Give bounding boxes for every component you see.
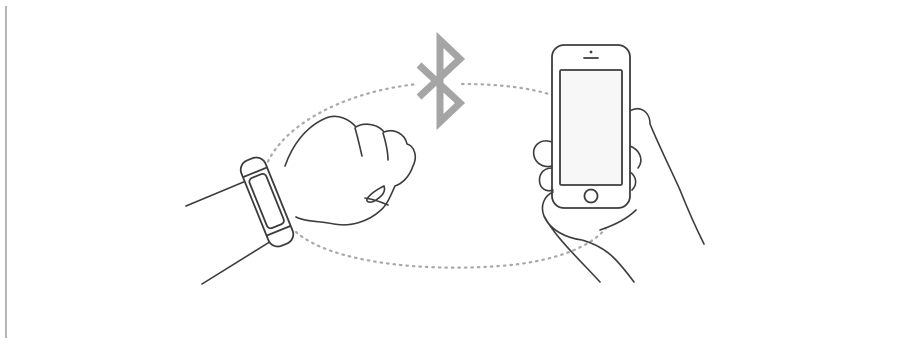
forearm-lower-edge	[201, 237, 277, 285]
phone-camera	[589, 50, 593, 54]
right-hand	[625, 108, 705, 245]
thumb-outline	[366, 185, 386, 203]
phone-screen	[559, 69, 623, 186]
thumb-crease	[364, 197, 389, 206]
smartphone-icon	[551, 44, 631, 209]
fist-outline	[284, 115, 416, 226]
left-hand-wrist	[543, 215, 601, 283]
knuckle-crease-2	[382, 132, 389, 161]
fitness-band-icon	[239, 156, 295, 248]
knuckle-crease-1	[354, 127, 363, 157]
left-hand-finger-1	[538, 167, 554, 192]
right-hand-finger-2	[629, 145, 642, 169]
connection-arc	[260, 82, 608, 269]
phone-home-button	[583, 188, 599, 204]
band-divider-bottom	[266, 225, 292, 237]
left-hand-crease	[599, 209, 637, 231]
right-hand-finger-3	[629, 171, 637, 191]
right-hand-outline	[627, 108, 705, 245]
band-display	[248, 172, 285, 230]
left-hand	[532, 140, 637, 283]
wrist-hand	[185, 115, 416, 285]
bluetooth-icon	[416, 31, 466, 131]
band-divider-top	[242, 166, 268, 179]
left-hand-palm	[541, 191, 635, 283]
forearm-upper-edge	[185, 180, 247, 207]
left-hand-thumb	[532, 140, 553, 168]
